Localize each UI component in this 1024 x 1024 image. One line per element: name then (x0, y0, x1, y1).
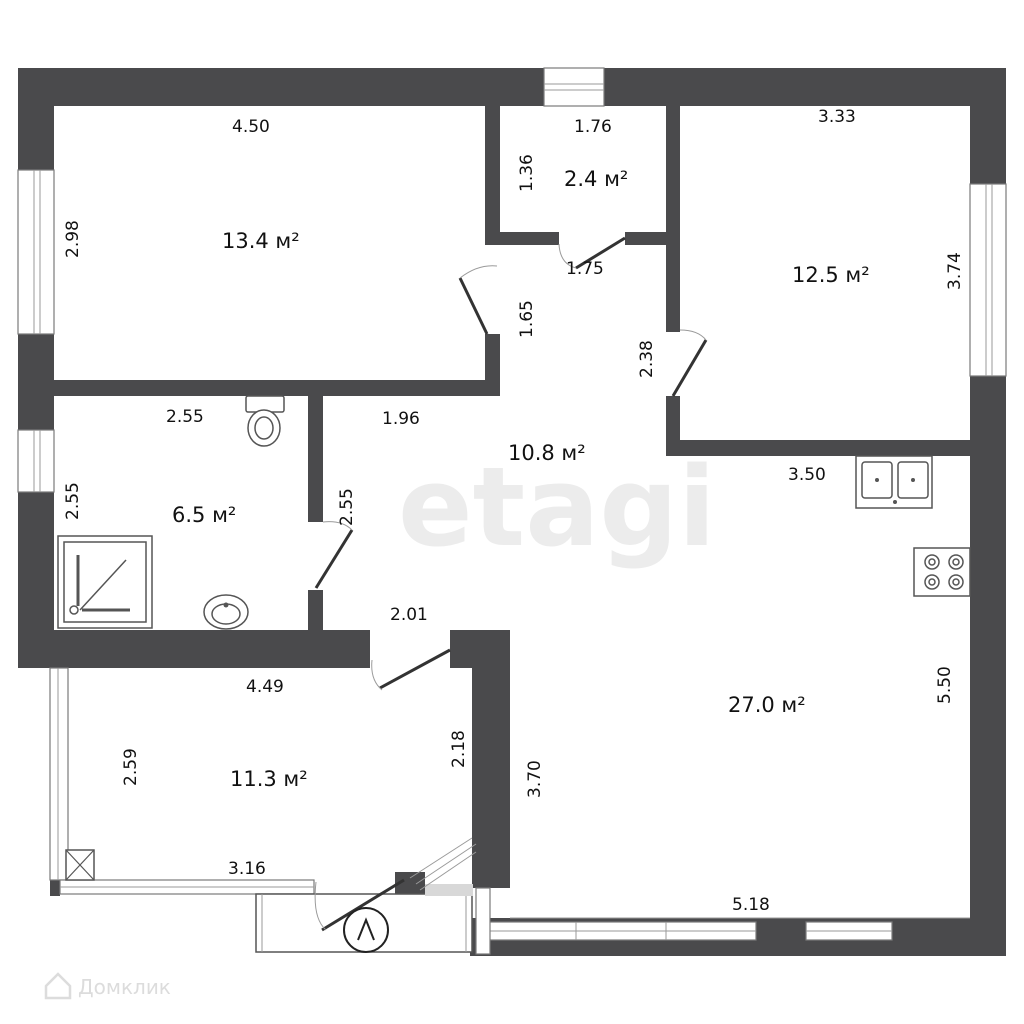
dim-closet-height: 1.36 (517, 154, 537, 192)
fixtures (57, 395, 971, 630)
dim-hall-right: 2.38 (637, 340, 657, 378)
dim-bedroom-nw-height: 2.98 (63, 220, 83, 258)
washbasin-icon (203, 594, 249, 630)
watermark-text: etagi (398, 443, 716, 571)
area-labels: 13.4 м² 2.4 м² 12.5 м² 10.8 м² 6.5 м² 27… (172, 167, 870, 791)
house-icon (44, 972, 72, 1000)
hall-area: 10.8 м² (508, 441, 586, 465)
bathroom-area: 6.5 м² (172, 503, 236, 527)
dim-living-right: 5.50 (935, 666, 955, 704)
entrance-area (65, 837, 477, 953)
dim-sw-right: 2.18 (449, 730, 469, 768)
dim-hall-mid: 1.96 (382, 409, 420, 429)
dim-bedroom-ne-width: 3.33 (818, 107, 856, 127)
brand-logo: Домклик (44, 972, 171, 1000)
brand-text: Домклик (78, 975, 171, 999)
dim-sw-top: 4.49 (246, 677, 284, 697)
dim-bathroom-width: 2.55 (166, 407, 204, 427)
windows (17, 67, 1007, 955)
shower-icon (57, 535, 153, 629)
entrance-arrow-icon (343, 907, 389, 953)
dim-sw-bottom: 3.16 (228, 859, 266, 879)
bedroom-ne-area: 12.5 м² (792, 263, 870, 287)
kitchen-sink-icon (855, 455, 933, 509)
dim-living-bottom: 5.18 (732, 895, 770, 915)
dim-living-top: 3.50 (788, 465, 826, 485)
dim-bedroom-nw-width: 4.50 (232, 117, 270, 137)
living-kitchen-area: 27.0 м² (728, 693, 806, 717)
dim-hall-left: 1.65 (517, 300, 537, 338)
window-left-2 (17, 429, 55, 493)
window-right (969, 183, 1007, 377)
dim-hall-top: 1.75 (566, 259, 604, 279)
dim-bathroom-height: 2.55 (63, 482, 83, 520)
window-top (543, 67, 605, 107)
dim-living-left: 3.70 (525, 760, 545, 798)
closet-area: 2.4 м² (564, 167, 628, 191)
dim-sw-left: 2.59 (121, 748, 141, 786)
dim-hall-bottom: 2.01 (390, 605, 428, 625)
dimension-labels: 4.50 2.98 1.76 1.36 3.33 3.74 1.75 1.65 … (63, 107, 965, 915)
dim-hall-bath-wall: 2.55 (337, 488, 357, 526)
dim-closet-width: 1.76 (574, 117, 612, 137)
dim-bedroom-ne-height: 3.74 (945, 252, 965, 290)
balcony-glazing-left (49, 667, 69, 881)
stove-icon (913, 547, 971, 597)
sw-room-area: 11.3 м² (230, 767, 308, 791)
doors (314, 236, 708, 691)
window-left-1 (17, 169, 55, 335)
bedroom-nw-area: 13.4 м² (222, 229, 300, 253)
toilet-icon (245, 395, 285, 447)
